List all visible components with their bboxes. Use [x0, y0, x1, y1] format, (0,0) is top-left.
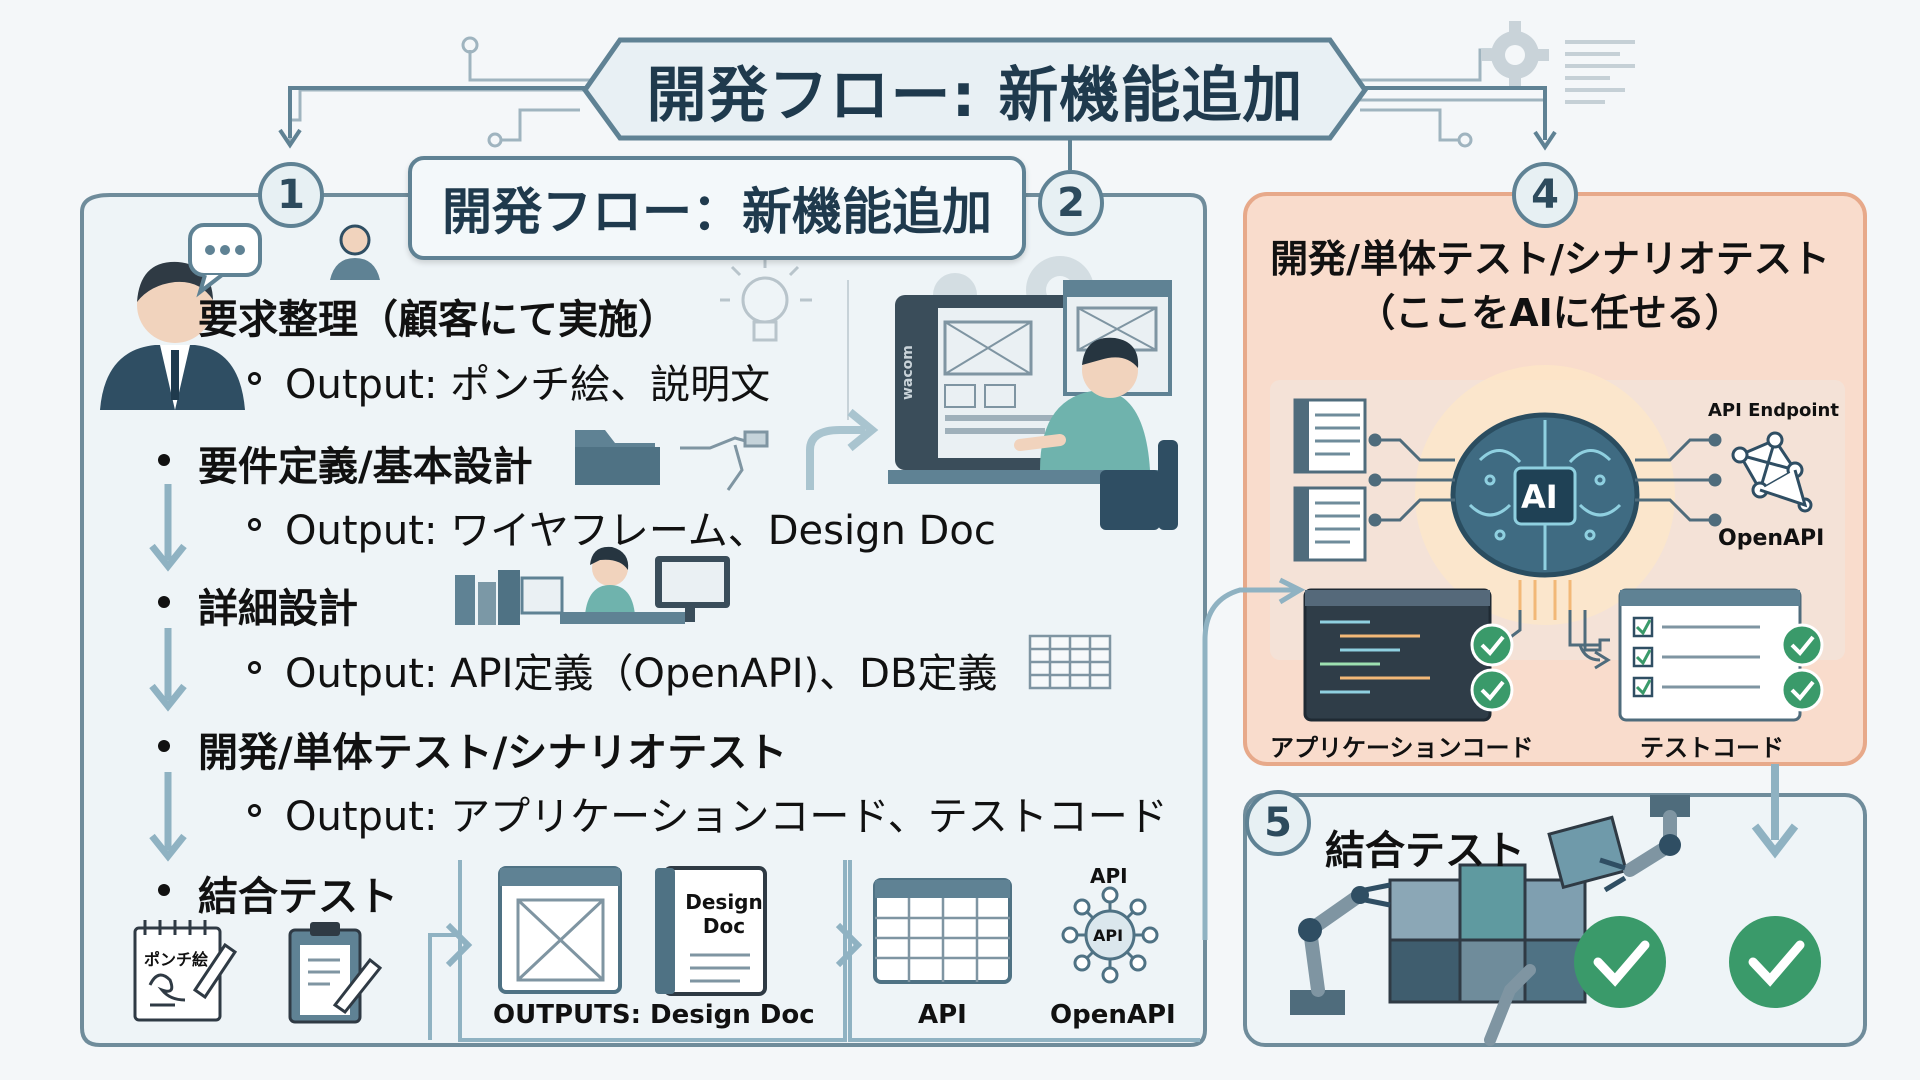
gear-icon [1481, 21, 1549, 89]
step-number-5: 5 [1245, 790, 1311, 856]
step-development-output: Output: アプリケーションコード、テストコード [285, 794, 1168, 840]
wireframe-window-icon [498, 866, 622, 994]
api-top-label: API [1090, 864, 1128, 888]
app-code-window-icon [1303, 588, 1514, 722]
sub-bullet [248, 372, 261, 385]
robot-arm-right-icon [1484, 795, 1690, 1046]
api-label: API [918, 1000, 967, 1030]
step-number-1: 1 [258, 162, 324, 228]
step-requirements-label: 要求整理（顧客にて実施） [198, 297, 678, 343]
subtitle-banner: 開発フロー：新機能追加 [408, 156, 1026, 260]
step-detailed-design-label: 詳細設計 [198, 586, 358, 632]
api-table-icon [873, 878, 1012, 984]
office-desk-icon [455, 546, 730, 625]
app-code-label: アプリケーションコード [1270, 734, 1534, 762]
step-integration-label: 結合テスト [198, 874, 398, 920]
step-development-label: 開発/単体テスト/シナリオテスト [198, 730, 788, 776]
ai-section-title: 開発/単体テスト/シナリオテスト （ここをAIに任せる） [1250, 232, 1850, 340]
bullet [158, 740, 170, 752]
folder-icon [575, 430, 660, 485]
chat-bubble-icon [188, 223, 262, 298]
monitor-brand-label: wacom [900, 345, 916, 400]
small-person-icon [330, 224, 380, 280]
openapi-network-icon [1061, 886, 1159, 984]
title-banner-shape [581, 37, 1369, 141]
sub-bullet [248, 518, 261, 531]
check-icon [1574, 916, 1821, 1008]
step-detailed-design-output: Output: API定義（OpenAPI)、DB定義 [285, 651, 998, 697]
ai-openapi-label: OpenAPI [1718, 526, 1825, 551]
test-code-label: テストコード [1640, 734, 1784, 762]
step-requirements-output: Output: ポンチ絵、説明文 [285, 362, 771, 408]
design-doc-icon [655, 866, 767, 996]
text-lines-decoration [1565, 40, 1635, 104]
sub-bullet [248, 661, 261, 674]
bullet [158, 454, 170, 466]
robot-arm-left-icon [1290, 882, 1391, 1015]
openapi-label: OpenAPI [1050, 1000, 1176, 1030]
step-number-4: 4 [1512, 162, 1578, 228]
ai-section-title-line2: （ここをAIに任せる） [1357, 291, 1743, 335]
arrow-to-designer [806, 408, 879, 490]
puzzle-icon [1388, 815, 1628, 1004]
api-endpoint-label: API Endpoint [1708, 400, 1839, 421]
ai-section-title-line1: 開発/単体テスト/シナリオテスト [1270, 237, 1830, 281]
design-doc-label: Design Doc [685, 890, 763, 938]
step-number-2: 2 [1038, 170, 1104, 236]
api-endpoint-network-icon [1731, 431, 1813, 513]
ai-brain-icon [1415, 365, 1675, 625]
step-basic-design-label: 要件定義/基本設計 [198, 444, 533, 490]
integration-title: 結合テスト [1325, 828, 1525, 874]
light-bulb-icon [720, 256, 812, 342]
bullet [158, 884, 170, 896]
outputs-label: OUTPUTS: Design Doc [493, 1000, 815, 1030]
ai-chip-label: AI [1521, 478, 1558, 516]
page-title: 開発フロー: 新機能追加 [646, 60, 1304, 131]
designer-person-icon [1014, 337, 1178, 530]
step-basic-design-output: Output: ワイヤフレーム、Design Doc [285, 508, 996, 554]
test-code-window-icon [1618, 588, 1824, 722]
api-center-label: API [1093, 926, 1124, 945]
wireframe-sketch-icon [680, 430, 769, 491]
business-person-icon [100, 261, 245, 410]
sketch-notebook-icon [133, 920, 238, 1022]
ai-circuit-lines [1368, 433, 1722, 652]
db-table-icon [1028, 634, 1112, 690]
code-window-icon [1293, 398, 1367, 562]
timeline-arrows [149, 484, 187, 862]
bullet [158, 596, 170, 608]
sketch-note-label: ポンチ絵 [144, 950, 209, 969]
clipboard-icon [288, 922, 383, 1024]
sub-bullet [248, 804, 261, 817]
